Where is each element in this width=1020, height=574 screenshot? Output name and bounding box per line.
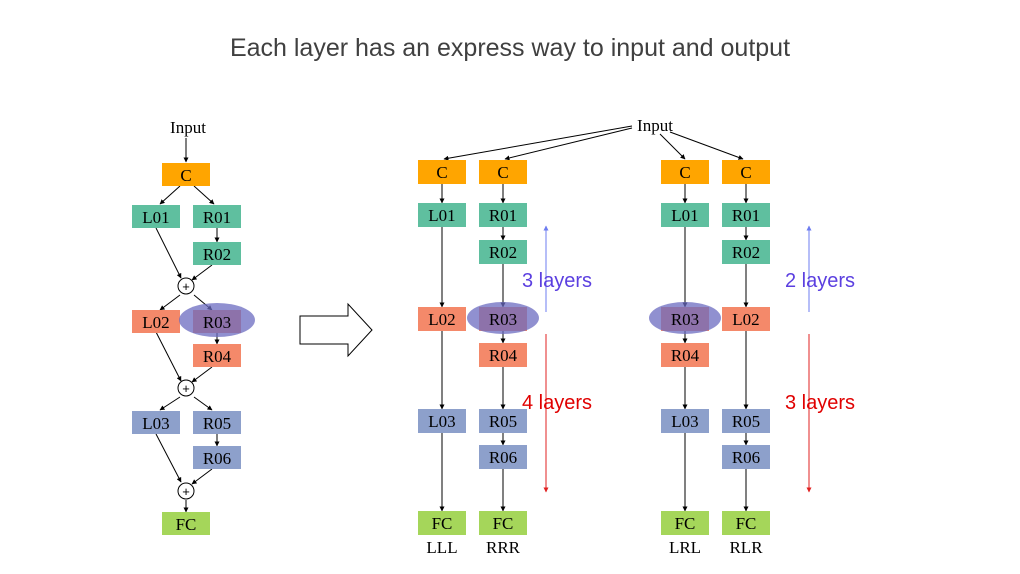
lll-node-fc-label: FC [432,514,453,533]
left-node-r03-label: R03 [203,313,231,332]
left-node-r05-label: R05 [203,414,231,433]
lrl-highlight-r03 [649,302,721,334]
left-node-r06-label: R06 [203,449,231,468]
lll-node-fc [418,511,466,535]
lrl-node-r03-label: R03 [671,310,699,329]
left-node-r06 [193,446,241,469]
rlr-column-name: RLR [729,538,763,557]
lll-node-l03 [418,409,466,433]
rrr-up-note: 3 layers [522,270,592,292]
lll-node-l02-label: L02 [428,310,455,329]
lrl-node-fc [661,511,709,535]
lrl-node-c-label: C [679,163,690,182]
lll-node-c-label: C [436,163,447,182]
rlr-node-r02-label: R02 [732,243,760,262]
rrr-node-fc-label: FC [493,514,514,533]
left-plus-node-2 [177,379,195,397]
rrr-down-note: 4 layers [522,392,592,414]
left-node-fc [162,512,210,535]
rlr-node-r06 [722,445,770,469]
left-node-l03 [132,411,180,434]
lrl-node-l03 [661,409,709,433]
slide-title: Each layer has an express way to input a… [229,34,791,62]
lll-node-l01 [418,203,466,227]
left-node-c [162,163,210,186]
rrr-node-r06-label: R06 [489,448,517,467]
lrl-node-l01 [661,203,709,227]
left-node-l01-label: L01 [142,208,169,227]
left-plus-label-1: + [182,279,190,294]
left-node-r05 [193,411,241,434]
left-plus-node-3 [177,482,195,500]
lrl-node-l01-label: L01 [671,206,698,225]
rrr-node-c [479,160,527,184]
transform-arrow [299,302,373,358]
rrr-node-r06 [479,445,527,469]
left-node-r04 [193,344,241,367]
left-node-l02 [132,310,180,333]
input-fanout-lines [443,125,744,161]
lrl-node-r04 [661,343,709,367]
rrr-node-r04 [479,343,527,367]
left-node-fc-label: FC [176,515,197,534]
left-plus-label-2: + [182,381,190,396]
lrl-column-name: LRL [669,538,701,557]
lrl-node-c [661,160,709,184]
left-node-r02-label: R02 [203,245,231,264]
rrr-highlight-r03 [467,302,539,334]
left-plus-label-3: + [182,484,190,499]
rlr-node-fc-label: FC [736,514,757,533]
rrr-node-r04-label: R04 [489,346,518,365]
rlr-node-l02 [722,307,770,331]
rrr-node-r01 [479,203,527,227]
rrr-node-r01-label: R01 [489,206,517,225]
rlr-node-r06-label: R06 [732,448,760,467]
rrr-node-r05 [479,409,527,433]
left-input-label: Input [170,118,206,137]
lll-node-l03-label: L03 [428,412,455,431]
rlr-node-r05 [722,409,770,433]
left-node-c-label: C [180,166,191,185]
lrl-node-fc-label: FC [675,514,696,533]
rlr-up-note: 2 layers [785,270,855,292]
rrr-node-fc [479,511,527,535]
left-node-r02 [193,242,241,265]
rrr-node-c-label: C [497,163,508,182]
rrr-column-name: RRR [486,538,521,557]
lrl-node-r04-label: R04 [671,346,700,365]
lrl-node-l03-label: L03 [671,412,698,431]
left-node-l03-label: L03 [142,414,169,433]
rrr-node-r03-label: R03 [489,310,517,329]
rrr-node-r02 [479,240,527,264]
left-node-r04-label: R04 [203,347,232,366]
rrr-node-r05-label: R05 [489,412,517,431]
lll-column-name: LLL [426,538,457,557]
rrr-node-r02-label: R02 [489,243,517,262]
left-node-l02-label: L02 [142,313,169,332]
rlr-node-r02 [722,240,770,264]
left-node-r01 [193,205,241,228]
rlr-node-r01 [722,203,770,227]
lll-node-l02 [418,307,466,331]
rlr-node-r01-label: R01 [732,206,760,225]
left-node-l01 [132,205,180,228]
rlr-node-l02-label: L02 [732,310,759,329]
lll-node-l01-label: L01 [428,206,455,225]
right-input-label: Input [637,116,673,135]
left-plus-node-1 [177,277,195,295]
left-node-r01-label: R01 [203,208,231,227]
lll-node-c [418,160,466,184]
rlr-down-note: 3 layers [785,392,855,414]
rlr-node-fc [722,511,770,535]
rlr-node-c-label: C [740,163,751,182]
rlr-node-r05-label: R05 [732,412,760,431]
rlr-node-c [722,160,770,184]
left-highlight-r03 [179,303,255,337]
